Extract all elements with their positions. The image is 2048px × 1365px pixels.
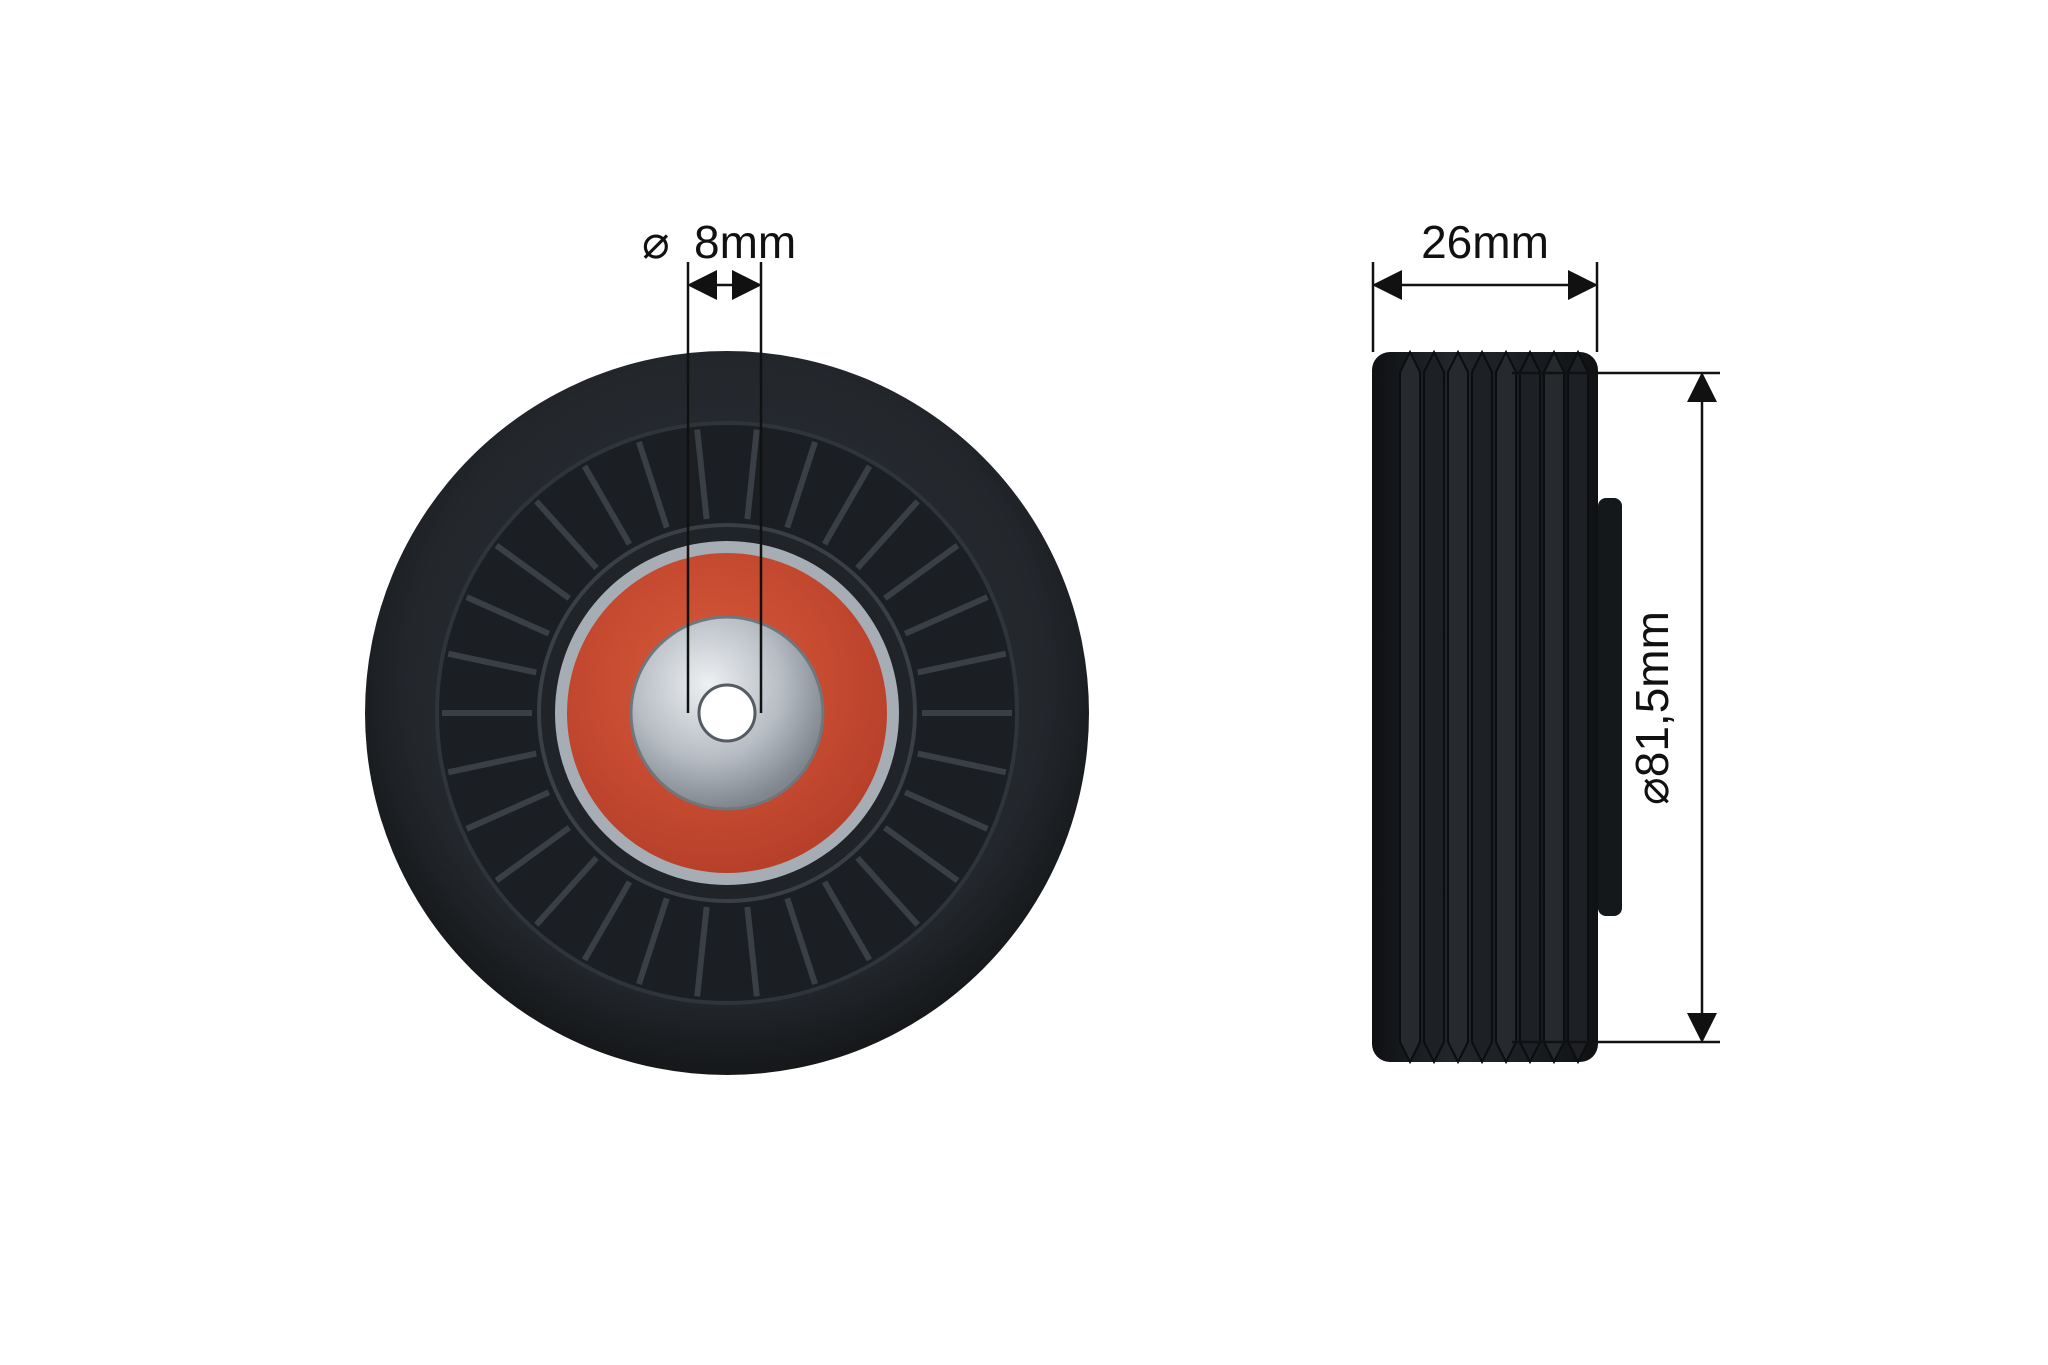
spoke	[744, 429, 760, 520]
outer-diameter-symbol: ⌀	[1626, 777, 1678, 805]
spoke	[494, 543, 572, 601]
bore-diameter-symbol: ⌀	[642, 216, 670, 268]
spoke	[465, 789, 551, 832]
pulley-side-hub	[1598, 498, 1622, 916]
spoke	[447, 750, 537, 776]
spoke	[494, 825, 572, 883]
spoke	[903, 789, 989, 832]
spoke	[581, 880, 633, 962]
spoke	[581, 464, 633, 546]
groove-rib	[1399, 349, 1421, 1065]
spoke	[534, 499, 599, 571]
spoke	[882, 543, 960, 601]
spoke	[694, 906, 710, 997]
width-dimension: 26mm	[1371, 216, 1599, 352]
spoke	[694, 429, 710, 520]
spoke	[917, 650, 1007, 676]
groove-rib	[1447, 349, 1469, 1065]
groove-rib	[1519, 349, 1541, 1065]
spoke	[821, 464, 873, 546]
groove-rib	[1567, 349, 1589, 1065]
spoke	[882, 825, 960, 883]
spoke	[821, 880, 873, 962]
width-label: 26mm	[1421, 216, 1549, 268]
groove-rib	[1471, 349, 1493, 1065]
spoke	[465, 594, 551, 637]
spoke	[784, 897, 818, 985]
outer-diameter-value: 81,5mm	[1626, 611, 1678, 777]
spoke	[636, 441, 670, 529]
spoke	[636, 897, 670, 985]
spoke	[744, 906, 760, 997]
bore-hole	[697, 683, 757, 743]
spoke	[447, 650, 537, 676]
spoke	[917, 750, 1007, 776]
groove-rib	[1423, 349, 1445, 1065]
spoke	[784, 441, 818, 529]
outer-diameter-label: ⌀81,5mm	[1626, 611, 1678, 805]
spoke	[855, 855, 920, 927]
pulley-spokes	[442, 429, 1012, 997]
groove-rib	[1543, 349, 1565, 1065]
spoke	[903, 594, 989, 637]
groove-rib	[1495, 349, 1517, 1065]
spoke	[534, 855, 599, 927]
pulley-side-view	[1372, 349, 1622, 1065]
bore-diameter-label: 8mm	[694, 216, 796, 268]
pulley-front-view	[365, 351, 1089, 1075]
outer-diameter-dimension: ⌀81,5mm	[1512, 371, 1720, 1044]
bore-diameter-dimension: ⌀ 8mm	[642, 216, 796, 713]
spoke	[855, 499, 920, 571]
